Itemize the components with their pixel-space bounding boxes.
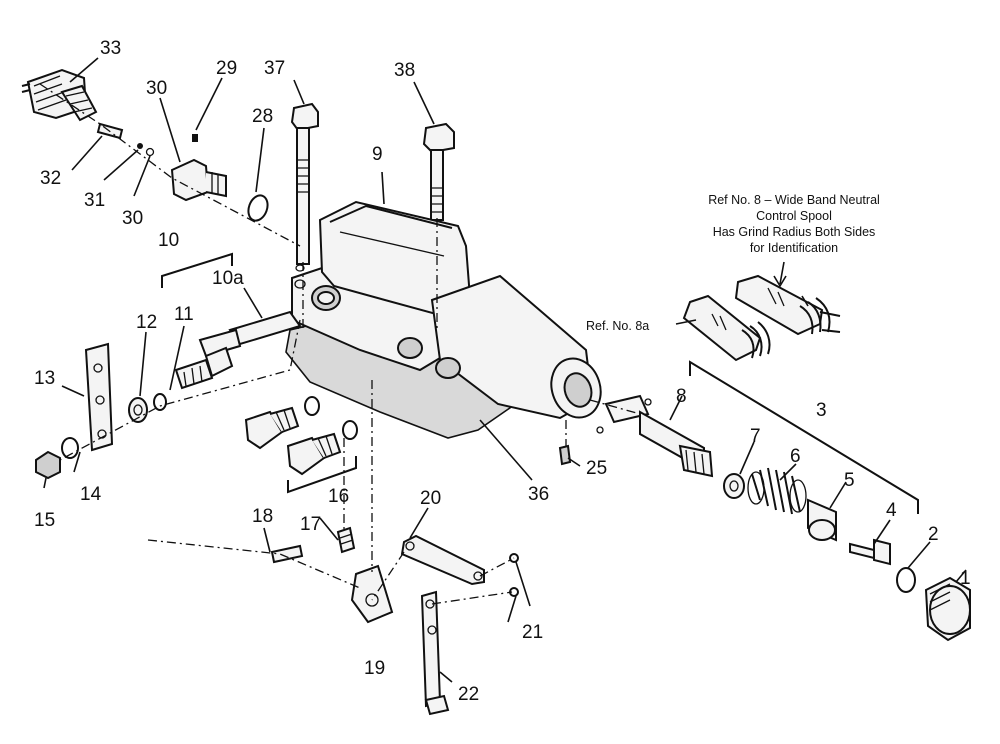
part-28-o-ring	[247, 194, 269, 222]
callout-20: 20	[420, 488, 441, 509]
part-31-ball	[145, 147, 155, 157]
callout-38: 38	[394, 60, 415, 81]
part-4-bolt	[849, 542, 875, 560]
ref-8-note-line-2: Control Spool	[756, 209, 832, 223]
callout-1: 1	[960, 568, 971, 589]
ref-8a-spool-illustration	[682, 294, 771, 362]
ref-8-note-line-4: for Identification	[750, 241, 838, 255]
bracket-10	[161, 252, 233, 288]
part-16-o-ring-a	[304, 396, 320, 416]
part-30-housing	[170, 158, 227, 202]
part-19-lever	[350, 564, 394, 624]
callout-21: 21	[522, 622, 543, 643]
ref-8-note-line-1: Ref No. 8 – Wide Band Neutral	[708, 193, 880, 207]
callout-13: 13	[34, 368, 55, 389]
callout-33: 32	[40, 168, 61, 189]
callout-18: 18	[252, 506, 273, 527]
callout-11: 11	[174, 304, 194, 325]
part-10a-spool	[174, 310, 302, 390]
ref-8a-note: Ref. No. 8a	[586, 319, 649, 333]
callout-19: 19	[364, 658, 385, 679]
callout-10: 10	[158, 230, 179, 251]
part-16-o-ring-b	[342, 420, 358, 440]
callout-28: 28	[252, 106, 273, 127]
callout-34: 33	[100, 38, 121, 59]
callout-5: 5	[844, 470, 855, 491]
part-15-nut	[35, 450, 61, 480]
part-16-plug	[244, 406, 342, 476]
part-32-ball	[137, 143, 143, 149]
part-22-arm	[420, 590, 450, 716]
ref-8-note: Ref No. 8 – Wide Band Neutral Control Sp…	[708, 193, 880, 255]
callout-3: 3	[816, 400, 827, 421]
callout-37: 37	[264, 58, 285, 79]
part-12-washer	[128, 397, 148, 423]
callout-6: 6	[790, 446, 801, 467]
leader-lines	[43, 57, 967, 683]
part-37-bolt	[290, 102, 319, 265]
ref-8-note-line-3: Has Grind Radius Both Sides	[713, 225, 876, 239]
callout-4: 4	[886, 500, 897, 521]
callout-32: 31	[84, 190, 105, 211]
callout-12: 12	[136, 312, 157, 333]
part-7-washer	[723, 473, 745, 499]
part-2-o-ring	[896, 567, 916, 593]
callout-22: 22	[458, 684, 479, 705]
callout-29: 29	[216, 58, 237, 79]
callout-labels: 33 29 30 37 38 28 9 32 31 30 10 10a 11 1…	[34, 38, 971, 705]
part-18-pin	[270, 544, 304, 564]
part-38-bolt	[422, 122, 455, 221]
callout-15: 15	[34, 510, 55, 531]
callout-30: 30	[146, 78, 167, 99]
callout-10a: 10a	[212, 268, 244, 289]
callout-36: 36	[528, 484, 549, 505]
bracket-3	[689, 360, 919, 514]
callout-8: 8	[676, 386, 687, 407]
part-11-ring	[153, 393, 167, 411]
part-9-valve-body	[291, 200, 602, 420]
callout-7: 7	[750, 426, 761, 447]
part-8-spool	[604, 394, 714, 478]
part-13-link-plate	[84, 342, 114, 452]
part-14-washer	[61, 437, 79, 459]
ref-8-spool-illustration	[734, 274, 841, 336]
part-20-link	[400, 534, 485, 586]
callout-31: 30	[122, 208, 143, 229]
callout-2: 2	[928, 524, 939, 545]
callout-9: 9	[372, 144, 383, 165]
part-25-setscrew	[558, 444, 572, 466]
callout-25: 25	[586, 458, 607, 479]
part-6-spring	[747, 467, 807, 515]
callout-14: 14	[80, 484, 102, 505]
callout-16: 16	[328, 486, 349, 507]
bracket-16	[287, 456, 357, 494]
part-29-setscrew	[192, 134, 198, 142]
part-21-clip-a	[509, 553, 519, 563]
callout-17: 17	[300, 514, 321, 535]
part-34-switch	[21, 68, 98, 122]
part-1-cap	[924, 576, 971, 642]
